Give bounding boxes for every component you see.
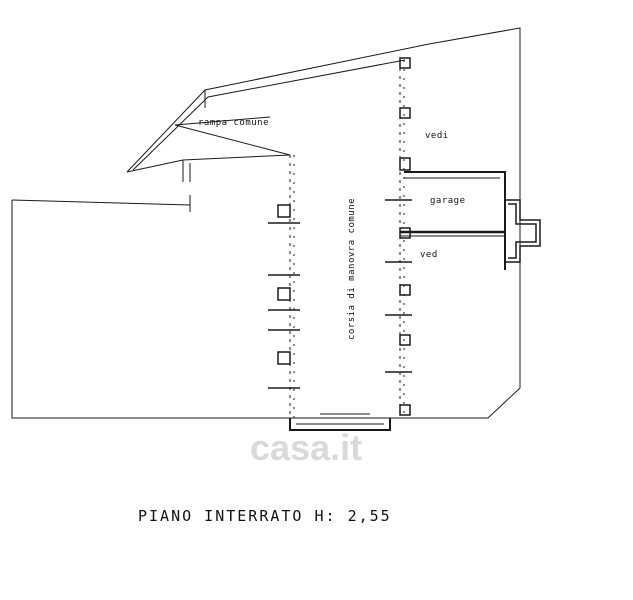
plan-lines	[11, 27, 541, 431]
left-pillars	[268, 204, 300, 389]
label-garage: garage	[430, 196, 466, 206]
ramp-outline	[126, 43, 430, 173]
bottom-niche	[289, 418, 391, 431]
ramp-slope-line	[174, 116, 271, 126]
plan-title: PIANO INTERRATO H: 2,55	[138, 507, 392, 525]
label-corsia: corsia di manovra comune	[347, 198, 357, 340]
outer-boundary	[11, 27, 521, 419]
label-ved: ved	[420, 250, 438, 260]
garage-outline	[404, 171, 506, 270]
label-vedi: vedi	[425, 131, 449, 141]
watermark-logo: casa.it	[250, 427, 362, 468]
garage-column	[505, 199, 541, 263]
ramp-slope-line	[174, 124, 291, 156]
label-rampa: rampa comune	[198, 118, 269, 128]
ramp-outline-inner	[132, 59, 406, 171]
